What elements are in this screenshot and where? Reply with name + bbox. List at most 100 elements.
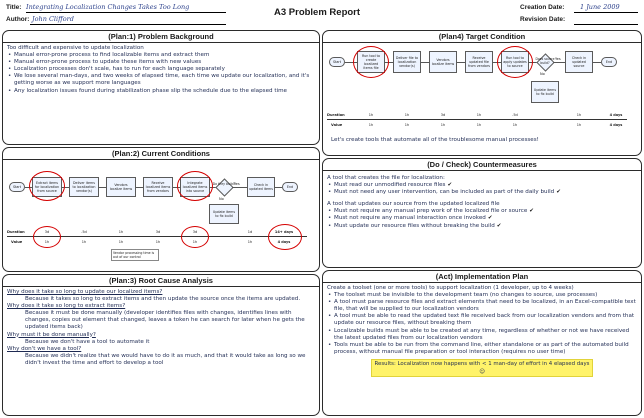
- report-header: Title: Integrating Localization Changes …: [2, 2, 640, 30]
- duration-label: Duration: [7, 230, 25, 234]
- duration-label: Duration: [327, 113, 345, 117]
- list-item: Must not require any manual interaction …: [328, 215, 637, 222]
- problem-cloud: [181, 226, 209, 248]
- vendor-note: Vendor processing time is out of our con…: [111, 249, 159, 261]
- yes-label: Yes: [234, 182, 240, 186]
- duration-tick: 3d: [440, 113, 446, 117]
- list-item: The toolset must be invisible to the dev…: [328, 292, 637, 299]
- no-label: No: [540, 72, 545, 76]
- duration-total: 4 days: [609, 113, 623, 117]
- flow-step-fix: Update items to fix build: [209, 204, 239, 224]
- duration-tick: .5d: [512, 113, 518, 117]
- value-tick: 1h: [404, 123, 410, 127]
- plan2-panel: (Plan:2) Current Conditions Start Extrac…: [2, 147, 320, 272]
- flow-step-vendors: Vendors localize items: [429, 51, 457, 73]
- report-title: A3 Problem Report: [274, 7, 361, 18]
- flow-arrow: [345, 62, 357, 63]
- flow-end: End: [601, 57, 617, 67]
- act-body: Create a toolset (one or more tools) to …: [323, 283, 641, 379]
- problem-cloud: [353, 46, 389, 78]
- plan1-heading: (Plan:1) Problem Background: [3, 31, 319, 43]
- value-tick: 1h: [155, 240, 161, 244]
- list-item: Must update our resource files without b…: [328, 223, 637, 230]
- flow-decision: Does source build?: [535, 53, 555, 72]
- value-tick: 1h: [247, 240, 253, 244]
- value-tick: 1h: [440, 123, 446, 127]
- problem-cloud: [177, 171, 213, 201]
- flow-step-checkin: Check in updated items: [247, 177, 275, 197]
- root-cause-answer: Because it takes so long to extract item…: [25, 296, 301, 303]
- do-check-panel: (Do / Check) Countermeasures A tool that…: [322, 158, 642, 268]
- flow-arrow: [210, 187, 216, 188]
- list-item: Localizable builds must be able to be cr…: [328, 328, 637, 342]
- do-check-body: A tool that creates the file for localiz…: [323, 171, 641, 232]
- author-underline: [30, 24, 226, 25]
- results-banner: Results: Localization now happens with <…: [371, 358, 593, 377]
- flow-arrow: [62, 187, 69, 188]
- duration-tick: 1h: [368, 113, 374, 117]
- revision-underline: [574, 24, 638, 25]
- problem-cloud: [268, 224, 302, 250]
- value-tick: 1h: [512, 123, 518, 127]
- flow-step-receive: Receive updated file from vendors: [465, 51, 493, 73]
- revision-date-label: Revision Date:: [520, 16, 566, 23]
- act-heading: (Act) Implementation Plan: [323, 271, 641, 283]
- creation-date-label: Creation Date:: [520, 4, 565, 11]
- plan3-body: Why does it take so long to update our l…: [3, 287, 319, 369]
- list-item: Must not need any user intervention, can…: [328, 189, 637, 196]
- flow-arrow: [457, 62, 465, 63]
- title-label: Title:: [6, 4, 22, 11]
- flow-arrow: [593, 62, 601, 63]
- flow-arrow: [553, 62, 565, 63]
- problem-cloud: [29, 171, 65, 201]
- flow-arrow: [25, 187, 32, 188]
- list-item: Manual error-prone process to update the…: [8, 59, 315, 66]
- value-tick: 1h: [576, 123, 582, 127]
- list-item: A tool must parse resource files and ext…: [328, 299, 637, 313]
- tool1-title: A tool that creates the file for localiz…: [327, 175, 445, 181]
- flow-arrow: [275, 187, 282, 188]
- flow-end: End: [282, 182, 298, 192]
- value-tick: 1h: [368, 123, 374, 127]
- flow-step-receive: Receive localized items from vendors: [143, 177, 173, 197]
- plan2-diagram: Start Extract items for localization fro…: [3, 160, 319, 270]
- flow-step-vendors: Vendors localize items: [106, 177, 136, 197]
- act-intro: Create a toolset (one or more tools) to …: [327, 285, 574, 291]
- problem-cloud: [497, 46, 533, 78]
- flow-arrow: [232, 187, 247, 188]
- list-item: Must not require any manual prep work of…: [328, 208, 637, 215]
- act-list: The toolset must be invisible to the dev…: [327, 292, 637, 356]
- flow-arrow: [529, 62, 537, 63]
- root-cause-question: Why does it take so long to update our l…: [7, 289, 163, 295]
- list-item: Tools must be able to be run from the co…: [328, 342, 637, 356]
- plan4-heading: (Plan4) Target Condition: [323, 31, 641, 43]
- plan4-diagram: Start Run tool to create localized items…: [323, 43, 641, 154]
- flow-step-checkin: Check in updated source: [565, 51, 593, 73]
- act-panel: (Act) Implementation Plan Create a tools…: [322, 270, 642, 416]
- title-underline: [26, 12, 226, 13]
- plan4-panel: (Plan4) Target Condition Start Run tool …: [322, 30, 642, 156]
- creation-underline: [574, 12, 638, 13]
- tool2-title: A tool that updates our source from the …: [327, 201, 500, 208]
- flow-decision: Do they build?: [213, 178, 235, 197]
- plan1-list: Manual error-prone process to find local…: [7, 52, 315, 95]
- plan3-heading: (Plan:3) Root Cause Analysis: [3, 275, 319, 287]
- plan1-intro: Too difficult and expensive to update lo…: [7, 45, 144, 51]
- plan2-heading: (Plan:2) Current Conditions: [3, 148, 319, 160]
- list-item: A tool must be able to read the updated …: [328, 313, 637, 327]
- tool2-list: Must not require any manual prep work of…: [327, 208, 637, 229]
- yes-label: Yes: [555, 57, 561, 61]
- root-cause-answer: Because we don't have a tool to automate…: [25, 338, 150, 345]
- value-tick: 1h: [118, 240, 124, 244]
- title-value: Integrating Localization Changes Takes T…: [26, 3, 190, 11]
- value-tick: 1h: [476, 123, 482, 127]
- plan1-panel: (Plan:1) Problem Background Too difficul…: [2, 30, 320, 145]
- creation-date-value: 1 June 2009: [580, 3, 620, 11]
- flow-step-deliver: Deliver file to localization vendor(s): [393, 51, 421, 73]
- root-cause-question: Why must it be done manually?: [7, 331, 96, 338]
- timeline-line: [327, 119, 627, 120]
- duration-tick: 1h: [404, 113, 410, 117]
- list-item: Must read our unmodified resource files✔: [328, 182, 637, 189]
- list-item: Manual error-prone process to find local…: [8, 52, 315, 59]
- duration-tick: 1h: [576, 113, 582, 117]
